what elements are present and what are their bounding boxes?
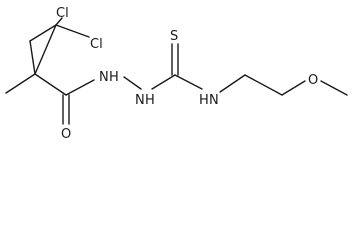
bond-ring-left-quaternary: [29, 40, 36, 75]
bond-group: [5, 17, 348, 125]
bond-ring-top-left: [29, 24, 57, 42]
bond-ch2-oxygen: [281, 80, 306, 96]
bond-oxygen-methyl: [320, 80, 348, 96]
atom-oxygen-ether: O: [308, 73, 318, 88]
atom-label-group: Cl Cl O N H N H S H N O: [56, 6, 318, 142]
atom-sulfur: S: [170, 29, 178, 44]
bond-methyl: [5, 73, 36, 94]
bond-thiocarbon-n3: [174, 74, 203, 90]
atom-cl-top: Cl: [56, 6, 69, 21]
atom-hydrogen-hydrazide-1: H: [109, 70, 119, 85]
atom-hydrogen-amine: H: [199, 93, 209, 108]
bond-ring-cl-right: [55, 24, 90, 38]
atom-hydrogen-hydrazide-2: H: [145, 93, 155, 108]
atom-nitrogen-hydrazide-2: N: [135, 93, 145, 108]
bond-ring-quaternary-top: [34, 24, 57, 75]
atom-cl-right: Cl: [90, 37, 103, 52]
bond-n2-thiocarbon: [151, 74, 176, 90]
molecule-structure: Cl Cl O N H N H S H N O: [5, 6, 348, 142]
atom-nitrogen-hydrazide-1: N: [99, 70, 109, 85]
bond-ch2-ch2: [244, 74, 283, 96]
bond-ring-cl-top: [55, 17, 63, 26]
bond-n3-ch2: [219, 74, 246, 93]
bond-carbonyl-n1: [65, 79, 95, 96]
bond-quaternary-carbonyl: [34, 73, 67, 96]
bond-n1-n2: [123, 76, 142, 90]
atom-nitrogen-amine: N: [209, 93, 219, 108]
atom-oxygen-carbonyl: O: [61, 127, 71, 142]
